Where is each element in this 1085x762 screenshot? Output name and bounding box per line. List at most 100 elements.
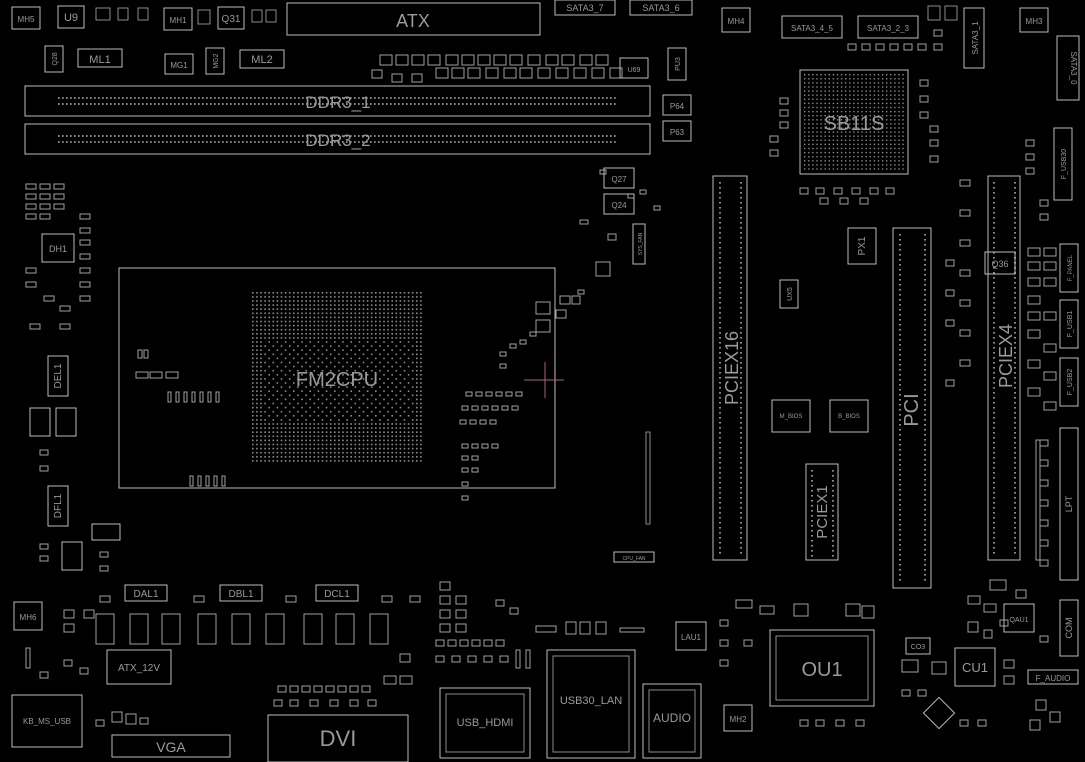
slot-pciex4[interactable]: PCIEX4 — [987, 175, 1021, 561]
component-dh1[interactable]: DH1 — [41, 233, 75, 263]
connector-kb-ms-usb[interactable]: KB_MS_USB — [11, 694, 83, 748]
sb-ball — [869, 110, 871, 113]
chip-lau1[interactable]: LAU1 — [675, 621, 707, 651]
connector-sata3-7[interactable]: SATA3_7 — [554, 0, 616, 16]
inductor-dcl1[interactable]: DCL1 — [315, 584, 359, 602]
component-u69[interactable]: U69 — [619, 57, 649, 79]
component-co3[interactable]: CO3 — [905, 637, 931, 655]
inductor-dbl1[interactable]: DBL1 — [219, 584, 263, 602]
cpu-pin — [325, 304, 328, 306]
connector-vga[interactable]: VGA — [111, 734, 231, 758]
chip-b-bios[interactable]: B_BIOS — [829, 399, 869, 433]
slot-pin — [740, 542, 742, 544]
memory-slot-ddr3-1[interactable]: DDR3_1 — [24, 85, 651, 117]
sb-ball — [890, 94, 892, 96]
component-mh6[interactable]: MH6 — [13, 601, 43, 631]
header-f-usb30[interactable]: F_USB30 — [1053, 127, 1073, 201]
component-q24[interactable]: Q24 — [603, 193, 635, 215]
component-mh2[interactable]: MH2 — [723, 704, 753, 732]
cpu-pin — [252, 443, 254, 446]
slot-pciex16[interactable]: PCIEX16 — [712, 175, 748, 561]
component-pu3[interactable]: PU3 — [667, 47, 687, 81]
component-u9[interactable]: U9 — [57, 5, 85, 29]
cpu-pin — [293, 292, 295, 294]
passive — [1043, 371, 1057, 381]
component-mh5[interactable]: MH5 — [11, 6, 41, 30]
slot-pci[interactable]: PCI — [892, 227, 932, 589]
sb-ball — [869, 164, 871, 166]
header-cpu-fan[interactable]: CPU_FAN — [613, 551, 655, 563]
chip-ou1[interactable]: OU1 — [769, 629, 875, 707]
slot-pin — [899, 414, 901, 416]
header-com[interactable]: COM — [1059, 599, 1079, 657]
component-mh1[interactable]: MH1 — [163, 7, 193, 31]
cpu-pin — [301, 365, 303, 368]
mosfet — [303, 613, 323, 645]
connector-audio[interactable]: AUDIO — [642, 683, 702, 759]
chip-m-bios[interactable]: M_BIOS — [771, 399, 811, 433]
component-q28[interactable]: Q28 — [44, 45, 64, 73]
sb-ball — [898, 139, 900, 141]
chip-rotated[interactable] — [922, 696, 956, 730]
connector-atx[interactable]: ATX — [286, 2, 541, 36]
cpu-socket-fm2[interactable]: FM2CPU — [118, 267, 556, 489]
connector-sata3-2-3[interactable]: SATA3_2_3 — [857, 15, 919, 39]
cpu-pin — [276, 365, 279, 368]
component-mh3[interactable]: MH3 — [1019, 7, 1049, 33]
component-p64[interactable]: P64 — [662, 94, 692, 116]
cpu-pin — [276, 447, 279, 450]
component-ml1[interactable]: ML1 — [77, 48, 123, 68]
header-f-usb2[interactable]: F_USB2 — [1059, 357, 1079, 407]
cpu-pin — [375, 316, 377, 319]
cpu-pin — [379, 353, 381, 356]
component-ml2[interactable]: ML2 — [239, 49, 285, 69]
connector-usb-hdmi[interactable]: USB_HDMI — [439, 687, 531, 759]
dimm-pin — [478, 135, 480, 137]
cpu-pin — [313, 369, 316, 372]
connector-sata3-4-5[interactable]: SATA3_4_5 — [781, 15, 843, 39]
component-q36[interactable]: Q36 — [984, 251, 1016, 275]
cpu-pin — [416, 312, 418, 315]
slot-pin — [899, 264, 901, 266]
connector-sata3-6[interactable]: SATA3_6 — [629, 0, 693, 16]
passive — [607, 233, 617, 241]
cpu-pin — [420, 423, 422, 425]
chip-cu1[interactable]: CU1 — [954, 647, 996, 687]
component-mg2[interactable]: MG2 — [205, 47, 225, 75]
inductor-del1[interactable]: DEL1 — [47, 355, 69, 397]
component-q27[interactable]: Q27 — [603, 167, 635, 189]
connector-usb30-lan[interactable]: USB30_LAN — [546, 649, 636, 759]
dimm-pin — [242, 135, 244, 137]
header-sys-fan[interactable]: SYS_FAN — [632, 223, 646, 265]
cpu-pin — [362, 419, 365, 421]
connector-dvi[interactable]: DVI — [267, 714, 409, 762]
header-f-audio[interactable]: F_AUDIO — [1027, 669, 1079, 685]
chip-qau1[interactable]: QAU1 — [1003, 603, 1035, 633]
inductor-dal1[interactable]: DAL1 — [124, 584, 168, 602]
dimm-pin — [510, 103, 512, 105]
connector-sata3-0[interactable]: SATA3_0 — [1056, 35, 1080, 101]
component-p63[interactable]: P63 — [662, 120, 692, 142]
inductor-dfl1[interactable]: DFL1 — [47, 485, 69, 527]
cpu-pin — [379, 328, 381, 331]
connector-atx-12v[interactable]: ATX_12V — [106, 649, 172, 685]
memory-slot-ddr3-2[interactable]: DDR3_2 — [24, 123, 651, 155]
cpu-pin — [301, 439, 303, 442]
component-q31[interactable]: Q31 — [217, 6, 245, 30]
header-f-panel[interactable]: F_PANEL — [1059, 243, 1079, 293]
chip-southbridge-sb11s[interactable]: SB11S — [799, 69, 909, 175]
connector-sata3-1[interactable]: SATA3_1 — [963, 7, 985, 69]
header-f-usb1[interactable]: F_USB1 — [1059, 299, 1079, 349]
component-mg1[interactable]: MG1 — [164, 53, 194, 75]
slot-pin — [719, 317, 721, 319]
sb-ball — [877, 110, 880, 113]
cpu-pin — [370, 296, 373, 298]
sb-ball — [853, 135, 855, 137]
component-mh4[interactable]: MH4 — [721, 7, 751, 33]
component-px1[interactable]: PX1 — [847, 227, 877, 265]
component-ux5[interactable]: UX5 — [779, 279, 799, 309]
dimm-pin — [602, 141, 604, 143]
slot-pciex1[interactable]: PCIEX1 — [805, 463, 839, 561]
header-lpt[interactable]: LPT — [1059, 427, 1079, 581]
sb-ball — [832, 151, 835, 154]
